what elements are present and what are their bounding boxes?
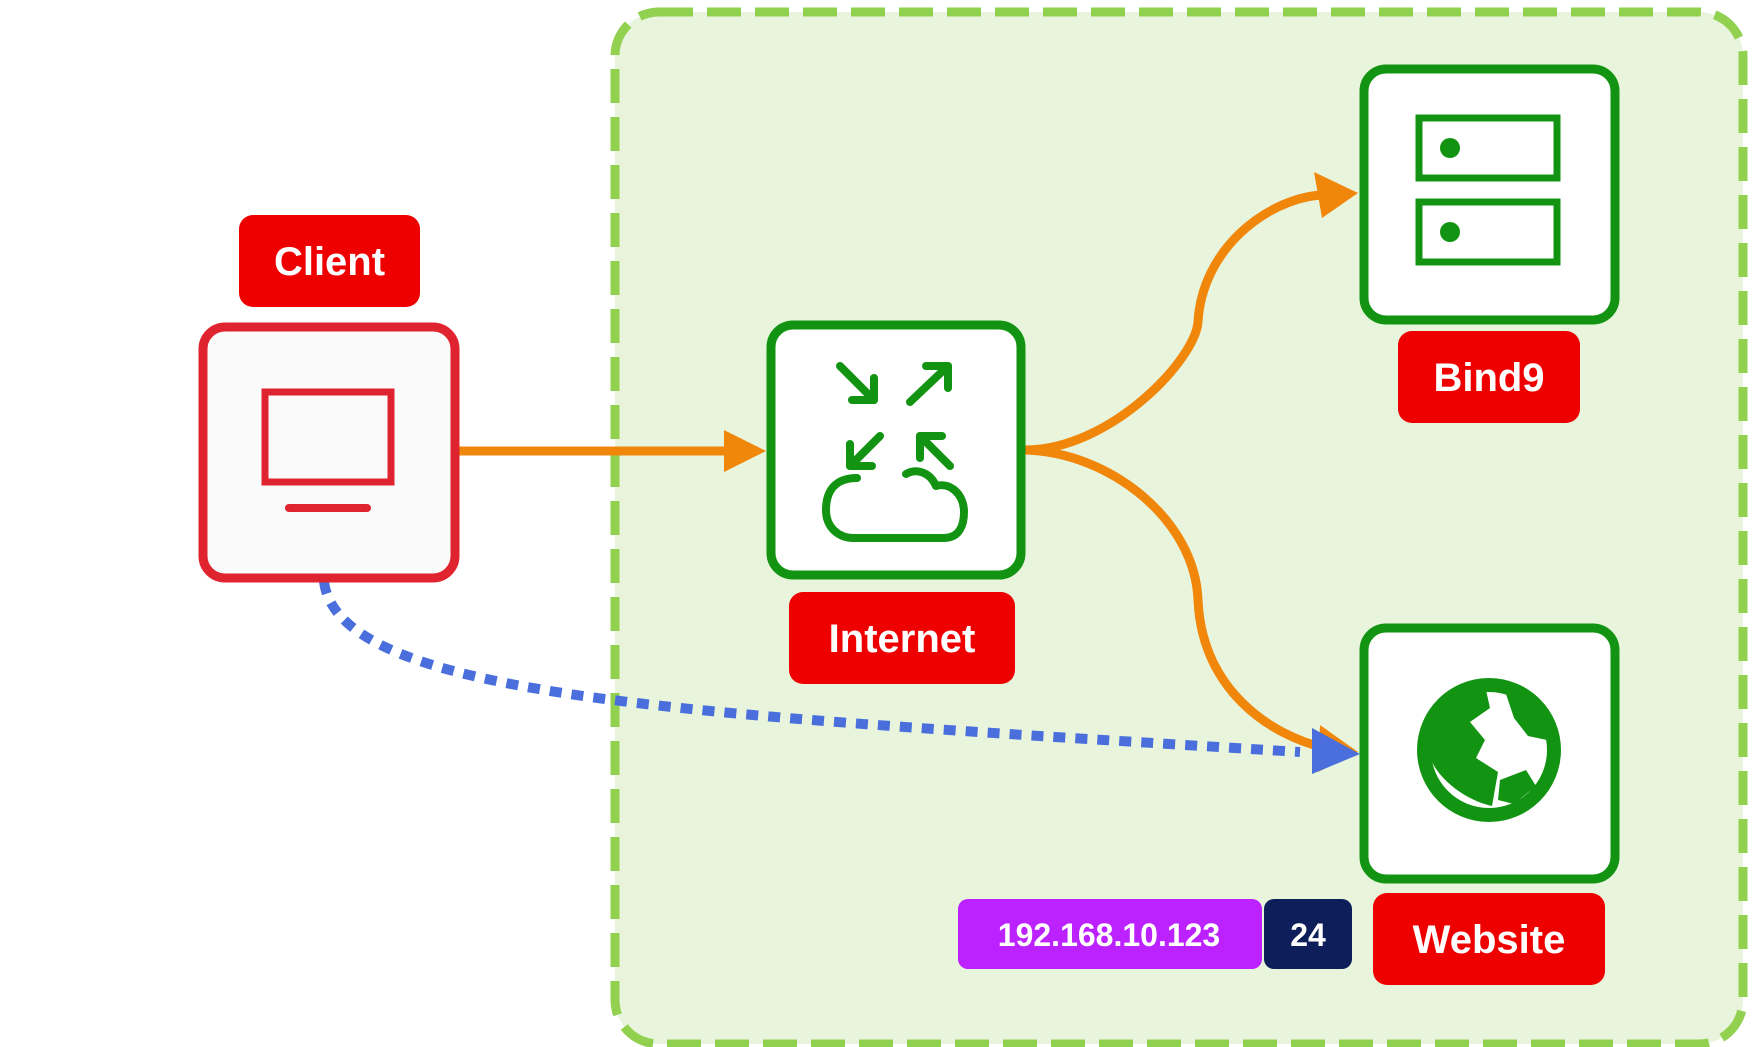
website-label: Website xyxy=(1373,893,1605,985)
ip-address-text: 192.168.10.123 xyxy=(998,917,1220,953)
monitor-icon xyxy=(261,388,395,512)
bind9-node[interactable] xyxy=(1359,64,1620,325)
ip-address-badge: 192.168.10.123 xyxy=(958,899,1262,969)
bind9-node-box xyxy=(1359,64,1620,325)
client-node-box xyxy=(198,322,460,583)
client-label: Client xyxy=(239,215,420,307)
client-to-website-direct-arrow xyxy=(319,581,1301,757)
cloud-routing-icon xyxy=(822,362,968,542)
internet-label-text: Internet xyxy=(829,617,976,661)
client-label-text: Client xyxy=(274,240,385,284)
client-node[interactable] xyxy=(198,322,460,583)
subnet-prefix-badge: 24 xyxy=(1264,899,1352,969)
bind9-label-text: Bind9 xyxy=(1433,356,1544,400)
internet-to-bind9-arrow xyxy=(1024,190,1321,455)
internet-to-website-arrow xyxy=(1024,445,1327,753)
subnet-prefix-text: 24 xyxy=(1290,917,1326,953)
internet-label: Internet xyxy=(789,592,1015,684)
globe-icon xyxy=(1417,678,1561,822)
internet-node-box xyxy=(766,320,1026,580)
internet-node[interactable] xyxy=(766,320,1026,580)
client-to-website-direct-arrowhead xyxy=(1312,728,1360,774)
website-node[interactable] xyxy=(1359,623,1620,884)
bind9-label: Bind9 xyxy=(1398,331,1580,423)
server-icon xyxy=(1415,114,1561,266)
connections xyxy=(319,172,1360,774)
internet-to-bind9-arrowhead xyxy=(1314,172,1358,218)
website-label-text: Website xyxy=(1413,918,1566,962)
client-to-internet-arrowhead xyxy=(724,430,766,472)
